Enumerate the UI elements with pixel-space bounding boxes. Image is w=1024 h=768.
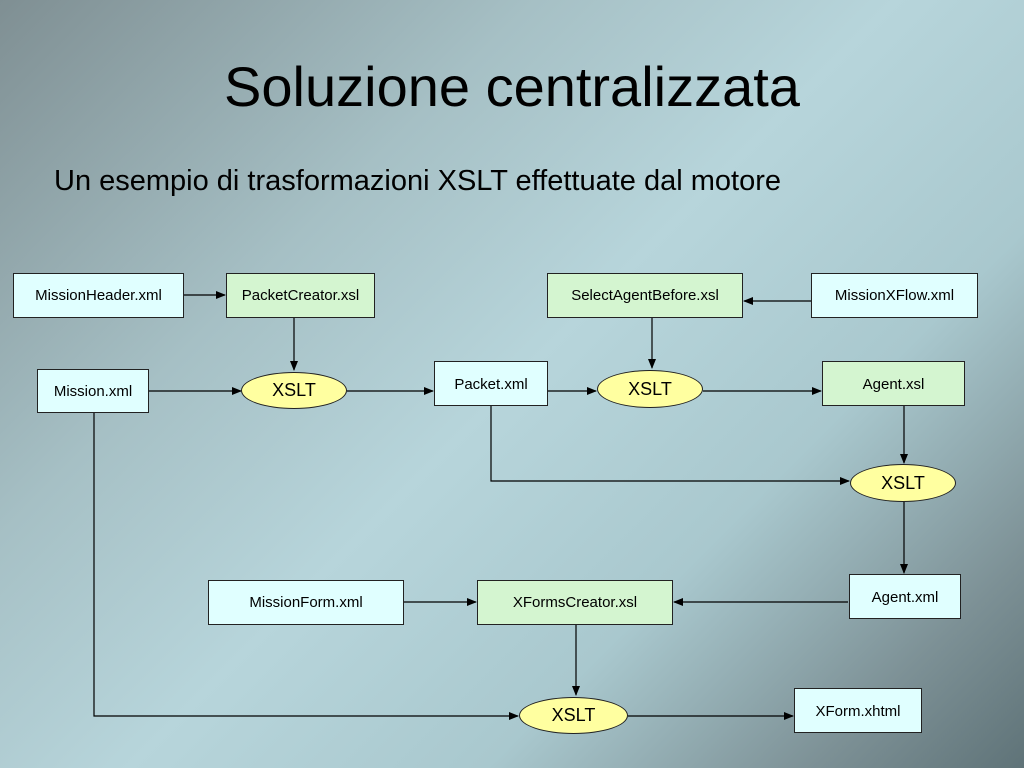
node-packet-xml: Packet.xml	[434, 361, 548, 406]
slide-title: Soluzione centralizzata	[224, 55, 800, 118]
node-agent-xml: Agent.xml	[849, 574, 961, 619]
node-missionheader-xml: MissionHeader.xml	[13, 273, 184, 318]
node-xform-xhtml: XForm.xhtml	[794, 688, 922, 733]
node-selectagentbefore-xsl: SelectAgentBefore.xsl	[547, 273, 743, 318]
arrow-mission-to-xslt4	[93, 413, 519, 720]
node-missionxflow-xml: MissionXFlow.xml	[811, 273, 978, 318]
arrow-packet-to-xslt3	[490, 406, 850, 485]
node-xformscreator-xsl: XFormsCreator.xsl	[477, 580, 673, 625]
xslt-processor-3: XSLT	[850, 464, 956, 502]
slide-subtitle: Un esempio di trasformazioni XSLT effett…	[54, 165, 781, 197]
node-packetcreator-xsl: PacketCreator.xsl	[226, 273, 375, 318]
node-mission-xml: Mission.xml	[37, 369, 149, 413]
xslt-processor-2: XSLT	[597, 370, 703, 408]
node-missionform-xml: MissionForm.xml	[208, 580, 404, 625]
xslt-processor-1: XSLT	[241, 372, 347, 409]
node-agent-xsl: Agent.xsl	[822, 361, 965, 406]
xslt-processor-4: XSLT	[519, 697, 628, 734]
